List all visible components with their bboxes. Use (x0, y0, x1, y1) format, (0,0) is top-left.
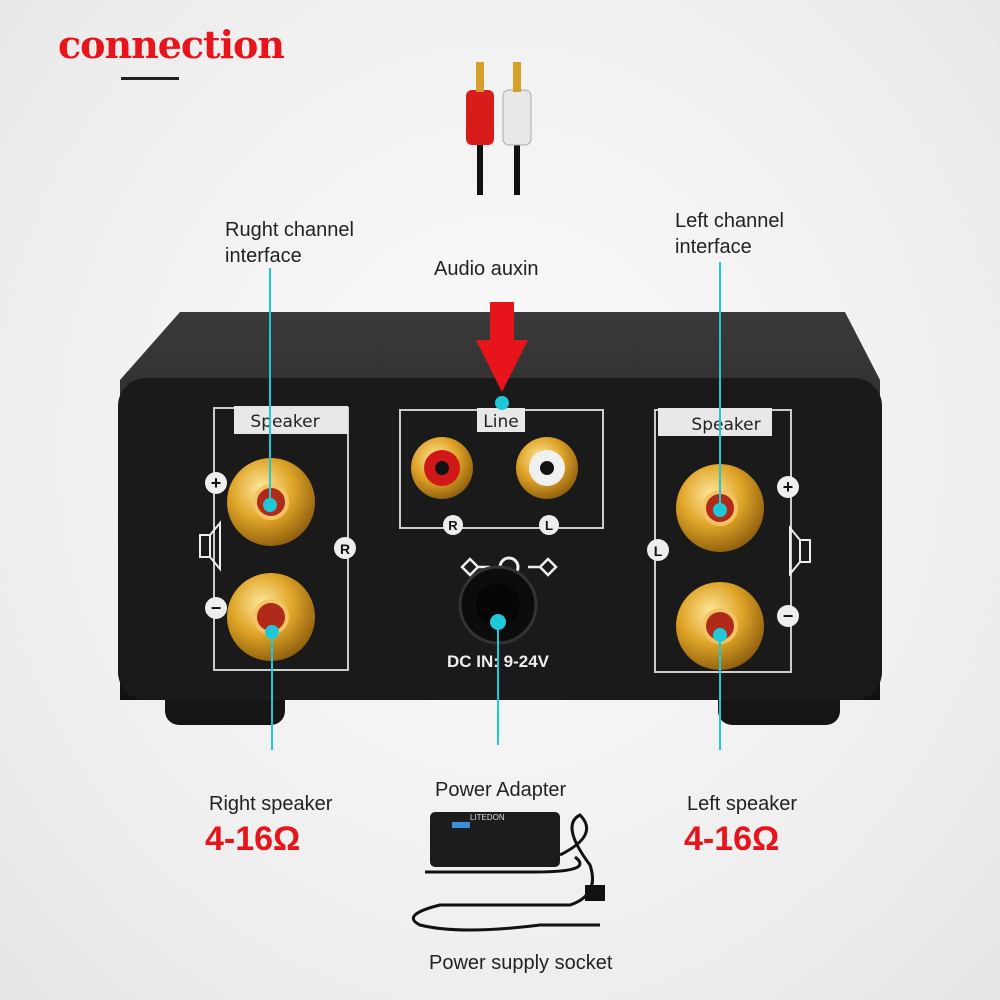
label-line: Left channel (675, 210, 784, 232)
label-line: Rught channel (225, 219, 354, 241)
svg-text:−: − (783, 606, 794, 626)
svg-text:Speaker: Speaker (691, 415, 760, 435)
label-right-speaker: Right speaker (209, 793, 333, 815)
page-title: connection (58, 22, 285, 67)
label-left-channel: Left channel interface (675, 208, 784, 260)
right-impedance: 4-16Ω (205, 820, 301, 858)
label-line: interface (675, 236, 752, 258)
svg-text:Speaker: Speaker (250, 412, 319, 432)
svg-text:−: − (211, 598, 222, 618)
callout-lines (263, 262, 727, 750)
svg-text:+: + (211, 473, 222, 493)
label-left-speaker: Left speaker (687, 793, 798, 815)
left-impedance: 4-16Ω (684, 820, 780, 858)
arrow-down-icon (476, 302, 528, 392)
rca-cable-image (466, 62, 532, 195)
svg-text:LITEDON: LITEDON (470, 813, 505, 822)
power-adapter-image: LITEDON (411, 812, 605, 932)
label-power-socket: Power supply socket (429, 952, 613, 974)
label-line: interface (225, 245, 302, 267)
svg-text:+: + (783, 477, 794, 497)
svg-text:L: L (654, 543, 663, 559)
svg-text:R: R (448, 518, 458, 533)
svg-text:L: L (545, 518, 553, 533)
label-power-adapter: Power Adapter (435, 779, 567, 801)
svg-text:R: R (340, 541, 350, 557)
title-underline (121, 77, 179, 80)
label-right-channel: Rught channel interface (225, 217, 354, 269)
label-audio-aux: Audio auxin (434, 258, 539, 280)
svg-text:Line: Line (483, 412, 518, 432)
